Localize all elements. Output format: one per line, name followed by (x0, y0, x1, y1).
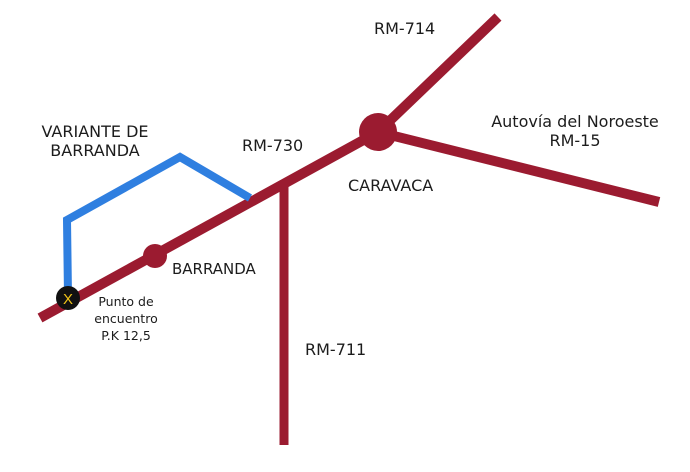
label-rm711: RM-711 (305, 340, 367, 359)
label-rm730: RM-730 (242, 136, 304, 155)
label-autovia-noroeste: Autovía del Noroeste RM-15 (475, 112, 675, 150)
label-variante-line2: BARRANDA (50, 141, 140, 161)
label-meeting-line1: Punto de (98, 294, 154, 309)
label-variante-de-barranda: VARIANTE DE BARRANDA (20, 122, 170, 160)
caravaca-node (359, 113, 397, 151)
label-barranda: BARRANDA (172, 260, 256, 278)
barranda-node (143, 244, 167, 268)
label-caravaca: CARAVACA (348, 176, 434, 195)
label-rm15: RM-15 (549, 131, 601, 151)
road-rm714 (374, 13, 502, 136)
label-meeting-line2: encuentro (94, 310, 158, 326)
road-rm15 (376, 127, 661, 207)
meeting-point-marker: X (56, 286, 80, 310)
label-rm714: RM-714 (374, 19, 436, 38)
variante-de-barranda-route (62, 152, 253, 297)
marker-x-glyph: X (63, 291, 73, 308)
label-meeting-pk: P.K 12,5 (101, 327, 151, 343)
label-variante-line1: VARIANTE DE (41, 122, 149, 141)
label-meeting-point: Punto de encuentro P.K 12,5 (85, 294, 167, 345)
label-autovia-name: Autovía del Noroeste (491, 112, 659, 131)
road-rm730 (37, 127, 381, 323)
